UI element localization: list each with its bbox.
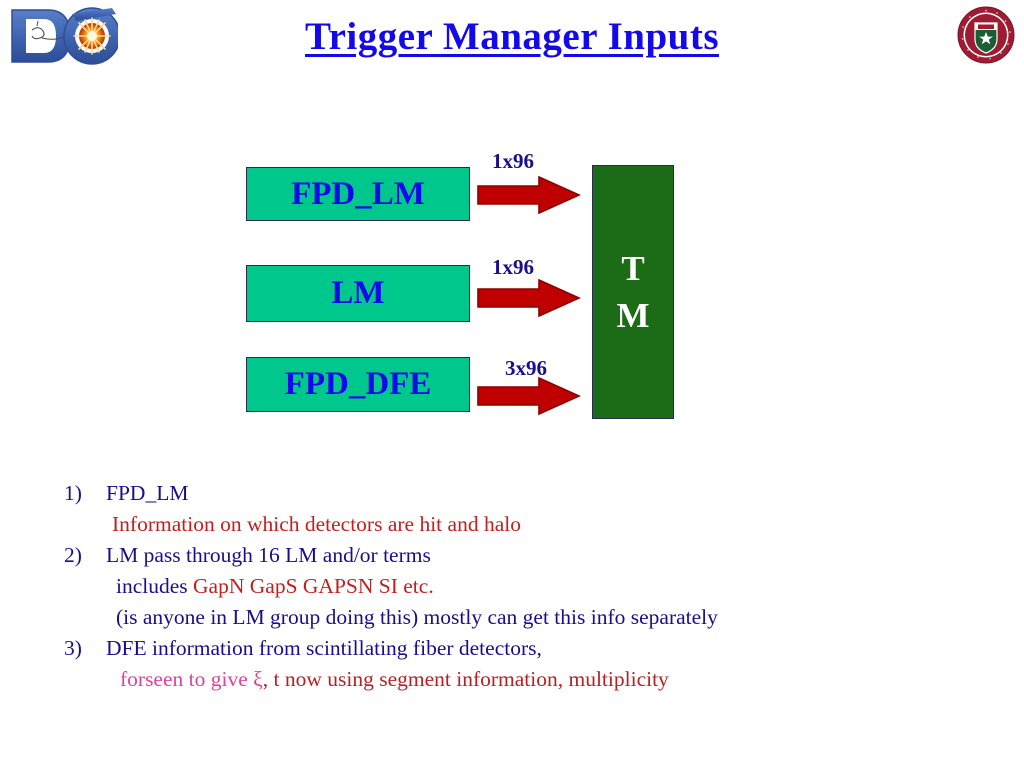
destination-box-tm-label-line-1: T: [621, 248, 645, 288]
note-text-segment: (is anyone in LM group doing this) mostl…: [116, 605, 718, 629]
note-text-segment: FPD_LM: [106, 481, 189, 505]
note-line: includes GapN GapS GAPSN SI etc.: [64, 571, 984, 602]
flow-label-fpd-lm: 1x96: [492, 149, 534, 173]
page-title: Trigger Manager Inputs: [304, 15, 719, 58]
source-box-fpd-dfe-label: FPD_DFE: [284, 366, 432, 402]
source-box-fpd-lm-label: FPD_LM: [291, 175, 425, 212]
note-line: 3) DFE information from scintillating fib…: [64, 633, 984, 664]
source-box-lm-label: LM: [331, 275, 385, 311]
flow-label-fpd-dfe: 3x96: [505, 356, 547, 380]
flow-label-lm: 1x96: [492, 255, 534, 279]
destination-box-tm[interactable]: T M: [592, 165, 674, 419]
notes-list: 1) FPD_LM Information on which detectors a…: [64, 478, 984, 695]
note-text-segment: DFE information from scintillating fiber…: [106, 636, 542, 660]
note-text-segment: LM pass through 16 LM and/or terms: [106, 543, 431, 567]
note-marker: 2): [64, 543, 82, 567]
source-box-fpd-lm[interactable]: FPD_LM: [246, 167, 470, 221]
note-line: (is anyone in LM group doing this) mostl…: [64, 602, 984, 633]
note-text-segment: ξ: [253, 667, 263, 691]
source-box-fpd-dfe[interactable]: FPD_DFE: [246, 357, 470, 412]
destination-box-tm-label-line-2: M: [616, 296, 650, 335]
arrow-fpd-dfe-to-tm: [477, 376, 581, 416]
note-line: forseen to give ξ, t now using segment i…: [64, 664, 984, 695]
note-text-segment: includes: [116, 574, 194, 598]
d0-experiment-logo: [6, 4, 121, 68]
note-text-segment: GapN GapS GAPSN SI etc.: [193, 574, 434, 598]
uta-seal-logo: [957, 6, 1015, 64]
source-box-lm[interactable]: LM: [246, 265, 470, 322]
note-line: 1) FPD_LM: [64, 478, 984, 509]
note-text-segment: forseen to give: [120, 667, 254, 691]
note-text-segment: Information on which detectors are hit a…: [112, 512, 521, 536]
note-text-segment: , t now using segment information, multi…: [262, 667, 669, 691]
arrow-lm-to-tm: [477, 278, 581, 318]
note-line: Information on which detectors are hit a…: [64, 509, 984, 540]
note-line: 2) LM pass through 16 LM and/or terms: [64, 540, 984, 571]
arrow-fpd-lm-to-tm: [477, 175, 581, 215]
note-marker: 1): [64, 481, 82, 505]
note-marker: 3): [64, 636, 82, 660]
